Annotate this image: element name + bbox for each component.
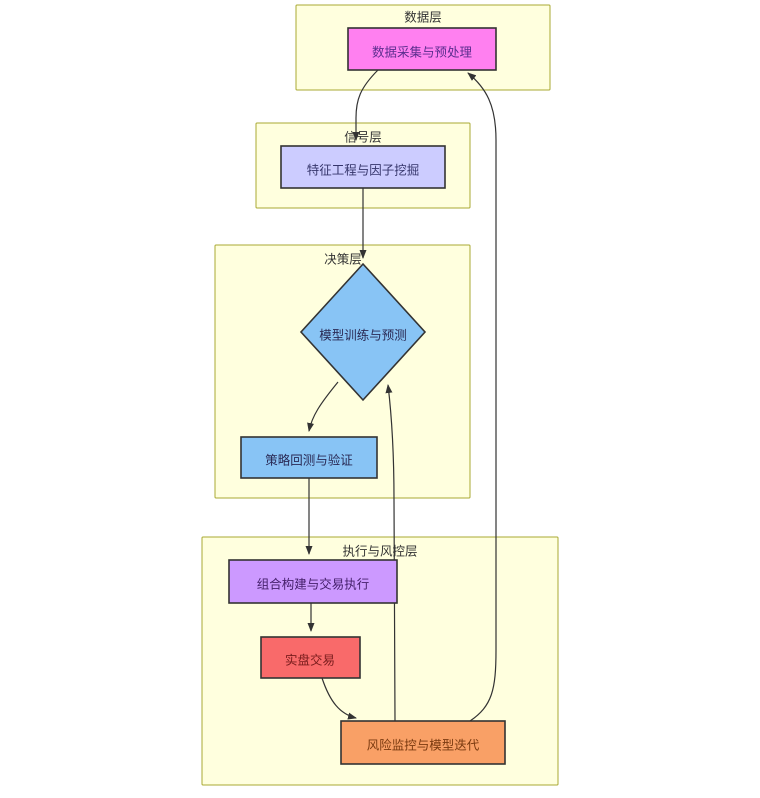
node-live-trading[interactable]: 实盘交易 (260, 636, 361, 679)
node-group: 数据采集与预处理特征工程与因子挖掘模型训练与预测策略回测与验证组合构建与交易执行… (228, 27, 506, 765)
node-shape-risk-monitor[interactable] (340, 720, 506, 765)
node-shape-model-train[interactable] (299, 262, 427, 402)
node-shape-portfolio-exec[interactable] (228, 559, 398, 604)
node-label-data-collect: 数据采集与预处理 (372, 44, 473, 59)
edge-group (305, 69, 497, 722)
node-label-portfolio-exec: 组合构建与交易执行 (257, 576, 370, 591)
node-shape-backtest[interactable] (240, 436, 378, 479)
node-backtest[interactable]: 策略回测与验证 (240, 436, 378, 479)
cluster-label-execution-layer: 执行与风控层 (342, 544, 417, 558)
node-model-train[interactable]: 模型训练与预测 (299, 262, 427, 402)
node-label-risk-monitor: 风险监控与模型迭代 (367, 737, 480, 752)
node-risk-monitor[interactable]: 风险监控与模型迭代 (340, 720, 506, 765)
node-data-collect[interactable]: 数据采集与预处理 (347, 27, 497, 71)
edge-risk-to-model (385, 384, 396, 722)
node-label-backtest: 策略回测与验证 (265, 452, 353, 467)
edge-live-to-risk (321, 677, 357, 720)
node-label-live-trading: 实盘交易 (285, 652, 335, 667)
node-feature-eng[interactable]: 特征工程与因子挖掘 (280, 145, 446, 189)
node-shape-data-collect[interactable] (347, 27, 497, 71)
cluster-label-decision-layer: 决策层 (324, 251, 362, 266)
edge-risk-to-data (467, 72, 497, 722)
node-shape-feature-eng[interactable] (280, 145, 446, 189)
node-shape-live-trading[interactable] (260, 636, 361, 679)
edge-data-to-feature (352, 69, 379, 141)
cluster-label-signal-layer: 信号层 (344, 130, 382, 144)
node-label-feature-eng: 特征工程与因子挖掘 (307, 162, 420, 177)
edge-model-to-backtest (307, 381, 339, 432)
node-label-model-train: 模型训练与预测 (319, 327, 407, 342)
cluster-label-data-layer: 数据层 (404, 9, 442, 24)
node-portfolio-exec[interactable]: 组合构建与交易执行 (228, 559, 398, 604)
